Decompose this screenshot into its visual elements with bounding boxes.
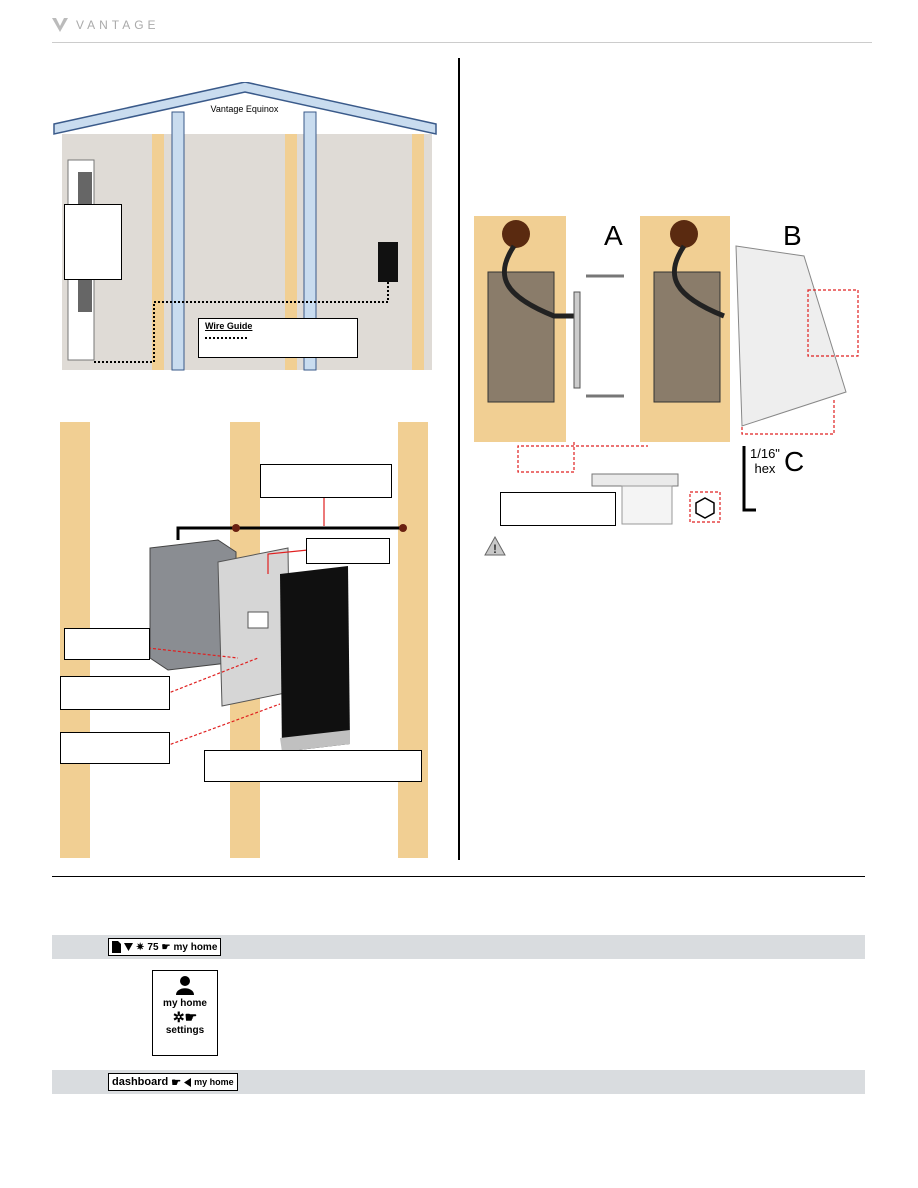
callout-bracket xyxy=(60,676,170,710)
nav-sequence-2: dashboard ☛ my home xyxy=(108,1073,238,1091)
step-c-label: C xyxy=(784,446,805,477)
hand-press-icon: ☛ xyxy=(161,941,171,953)
step-b-label: B xyxy=(783,220,802,251)
panel-callout-box xyxy=(64,204,122,280)
house-title: Vantage Equinox xyxy=(210,104,279,114)
callout-keypad xyxy=(204,750,422,782)
wire-guide-dotted-line xyxy=(205,337,247,339)
wire-guide-box: Wire Guide xyxy=(198,318,358,358)
callout-bracket-top xyxy=(306,538,390,564)
navigation-step-bar-1: ✷ 75 ☛ my home xyxy=(52,935,865,959)
header-rule xyxy=(52,42,872,43)
brightness-value: 75 xyxy=(147,941,159,953)
source-dashboard: dashboard xyxy=(112,1076,169,1088)
step-a-label: A xyxy=(604,220,623,251)
vantage-logo-icon xyxy=(52,18,68,32)
hex-size-line2: hex xyxy=(754,461,776,476)
callout-cover xyxy=(60,732,170,764)
warning-icon: ! xyxy=(484,536,506,556)
navigation-step-bar-2: dashboard ☛ my home xyxy=(52,1070,865,1094)
menu-item-settings: settings xyxy=(165,1025,205,1036)
nav-sequence-1: ✷ 75 ☛ my home xyxy=(108,938,222,956)
svg-text:!: ! xyxy=(493,542,497,556)
brand-name: VANTAGE xyxy=(76,18,160,32)
hex-key-size: 1/16" hex xyxy=(750,446,780,476)
arrow-down-icon xyxy=(124,943,133,951)
callout-hex-screw xyxy=(500,492,616,526)
target-my-home: my home xyxy=(194,1077,234,1087)
sun-icon: ✷ xyxy=(136,941,145,953)
vantage-logo: VANTAGE xyxy=(52,18,160,32)
gear-icon: ✲☛ xyxy=(172,1009,198,1025)
target-my-home: my home xyxy=(173,941,218,953)
section-rule xyxy=(52,876,865,877)
callout-connector xyxy=(64,628,150,660)
menu-item-my-home: my home xyxy=(163,998,207,1009)
wire-guide-label: Wire Guide xyxy=(205,321,253,331)
document-icon xyxy=(112,941,121,953)
callout-cable xyxy=(260,464,392,498)
person-icon xyxy=(176,976,194,995)
column-divider xyxy=(458,58,460,860)
hex-size-line1: 1/16" xyxy=(750,446,780,461)
hand-press-icon: ☛ xyxy=(171,1076,182,1089)
keypad-menu-card: my home ✲☛ settings xyxy=(152,970,218,1056)
installation-steps-diagram xyxy=(474,216,864,526)
arrow-left-icon xyxy=(184,1077,192,1087)
